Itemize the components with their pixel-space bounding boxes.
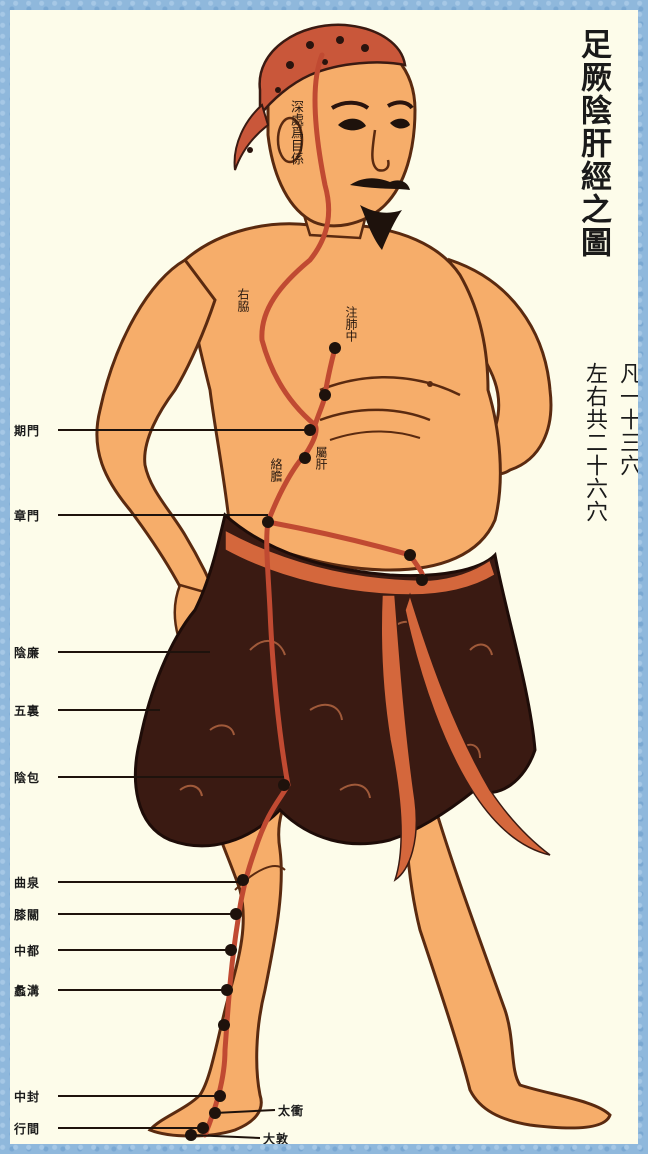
point-chest-3 [299, 452, 311, 464]
label-qimen: 期門 [14, 422, 40, 439]
point-count-text: 凡一十三穴 [612, 362, 638, 477]
point-chest-2 [319, 389, 331, 401]
nipple [427, 381, 433, 387]
label-yinlian: 陰廉 [14, 644, 40, 661]
label-ligou: 蠡溝 [14, 982, 40, 999]
label-wuli: 五裏 [14, 702, 40, 719]
label-liver: 屬肝 [313, 446, 330, 470]
label-zhongfeng: 中封 [14, 1088, 40, 1105]
head-wrap-tail [235, 105, 268, 170]
point-zhangmen [262, 516, 274, 528]
label-ququan: 曲泉 [14, 874, 40, 891]
label-zhangmen: 章門 [14, 507, 40, 524]
label-chest-inner: 注肺中 [343, 306, 360, 342]
label-xiguan: 膝關 [14, 906, 40, 923]
label-rib: 右脇 [235, 288, 252, 312]
label-dadun: 大敦 [263, 1130, 289, 1144]
label-zhongdu: 中都 [14, 942, 40, 959]
chart-panel: 足厥陰肝經之圖 凡一十三穴 左右共二十六穴 深處爲目係 注肺中 右脇 屬肝 絡膽… [10, 10, 638, 1144]
point-leg-extra [218, 1019, 230, 1031]
point-abd-2 [416, 574, 428, 586]
label-xingjian: 行間 [14, 1120, 40, 1137]
label-gallbladder: 絡膽 [268, 458, 285, 482]
point-yinbao [278, 779, 290, 791]
right-leg [405, 790, 610, 1128]
point-ququan [237, 874, 249, 886]
point-abd-1 [404, 549, 416, 561]
label-yinbao: 陰包 [14, 769, 40, 786]
bilateral-count-text: 左右共二十六穴 [578, 362, 610, 523]
torso [185, 224, 500, 570]
chart-title: 足厥陰肝經之圖 [571, 28, 616, 259]
label-head-path: 深處爲目係 [286, 100, 305, 165]
label-taichong: 太衝 [278, 1102, 304, 1119]
point-zhuhuzhong [329, 342, 341, 354]
human-figure-illustration [10, 10, 638, 1144]
